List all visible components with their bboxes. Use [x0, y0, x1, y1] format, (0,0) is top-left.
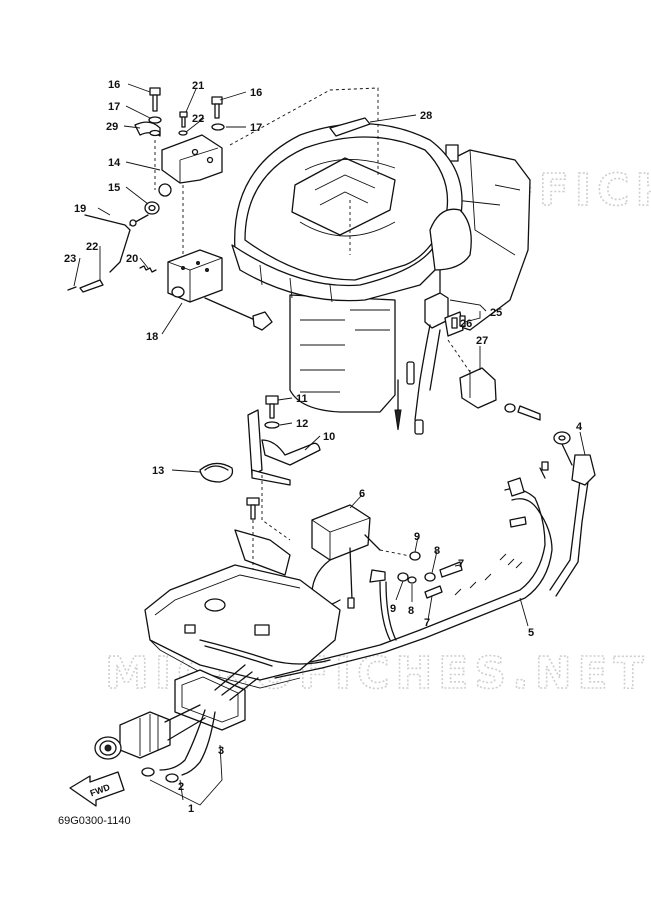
callout-8: 8	[434, 545, 440, 557]
callout-12: 12	[296, 418, 308, 430]
drawing-code: 69G0300-1140	[58, 815, 131, 827]
callout-17b: 17	[250, 122, 262, 134]
bracket-assembly	[67, 87, 379, 331]
callout-7b: 7	[424, 617, 430, 629]
cable-grommet	[94, 664, 259, 783]
wire-harness	[269, 431, 596, 679]
lower-case	[144, 564, 341, 689]
relay-group	[394, 292, 541, 435]
callout-29: 29	[106, 121, 118, 133]
callout-23: 22	[86, 241, 98, 253]
callout-20: 20	[126, 253, 138, 265]
rectifier-group	[311, 504, 463, 609]
callout-18: 18	[146, 331, 158, 343]
callout-10: 10	[323, 431, 335, 443]
callout-4: 4	[576, 421, 583, 433]
callout-5: 5	[528, 627, 534, 639]
callout-3: 3	[218, 745, 224, 757]
callout-16b: 16	[250, 87, 262, 99]
callout-21: 21	[192, 80, 204, 92]
callout-26: 26	[460, 318, 472, 330]
callout-16: 16	[108, 79, 120, 91]
callout-13: 13	[152, 465, 164, 477]
callout-22: 22	[192, 113, 204, 125]
callout-28: 28	[420, 110, 432, 122]
callout-27: 27	[476, 335, 488, 347]
callout-6: 6	[359, 488, 365, 500]
callout-24: 23	[64, 253, 76, 265]
callout-9b: 9	[390, 603, 396, 615]
callout-25: 25	[490, 307, 502, 319]
callout-labels: 16 17 29 14 15 19 22 23 20 18 21 22 16 1…	[64, 79, 583, 815]
callout-9: 9	[414, 531, 420, 543]
callout-8b: 8	[408, 605, 414, 617]
callout-19: 19	[74, 203, 86, 215]
leader-lines	[73, 83, 586, 806]
mounting-bracket	[199, 395, 321, 610]
engine-cover	[231, 123, 531, 413]
callout-17: 17	[108, 101, 120, 113]
callout-7: 7	[458, 558, 464, 570]
callout-2: 2	[178, 781, 184, 793]
callout-15: 15	[108, 182, 120, 194]
callout-14: 14	[108, 157, 121, 169]
callout-1: 1	[188, 803, 194, 815]
fwd-arrow-icon: FWD	[69, 771, 125, 807]
callout-11: 11	[296, 393, 308, 405]
